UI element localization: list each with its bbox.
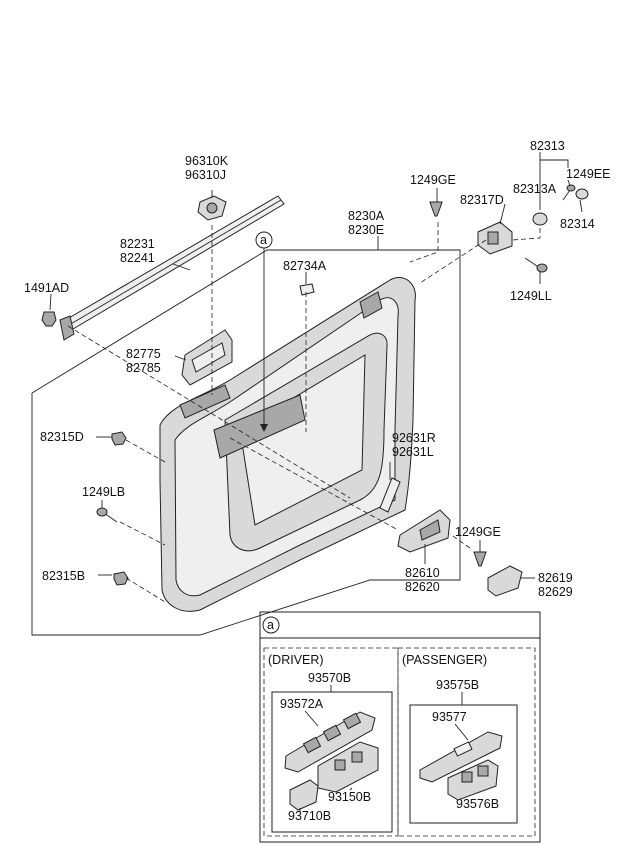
leader-dashed (449, 533, 471, 549)
cap-82314 (575, 188, 589, 200)
clip-1249ge-top (429, 201, 443, 217)
handle-82610 (397, 509, 451, 553)
passenger-switch-assembly (419, 723, 503, 801)
leader (174, 355, 187, 361)
door-trim-panel (159, 277, 416, 612)
leader-arrowhead (260, 424, 268, 432)
clip-1249ge-low (473, 551, 487, 567)
inset-circle-label: a (267, 618, 274, 632)
inset-driver-part-93150b: 93150B (328, 790, 371, 804)
leader (172, 263, 191, 271)
svg-text:a: a (260, 233, 267, 247)
leader (539, 152, 569, 168)
screw-1249ee (562, 184, 576, 201)
assembly-frame-diagonal (31, 249, 268, 394)
inset-box: a (DRIVER) (PASSENGER) 93570B 93575B 935… (259, 611, 541, 843)
speaker-96310k (197, 195, 227, 221)
callout-8230e: 8230E (348, 223, 384, 237)
leader-dashed (67, 325, 351, 499)
clip-82315d (111, 431, 127, 446)
assembly-frame (31, 249, 461, 636)
callout-82231: 82231 (120, 237, 155, 251)
callout-82775: 82775 (126, 347, 161, 361)
callout-1249lb: 1249LB (82, 485, 125, 499)
callout-8230a: 8230A (348, 209, 385, 223)
callout-82734a: 82734A (283, 259, 327, 273)
cover-82619 (487, 565, 523, 597)
washer-82313a (532, 212, 548, 226)
callout-82620: 82620 (405, 580, 440, 594)
callout-82610: 82610 (405, 566, 440, 580)
callout-82317d: 82317D (460, 193, 504, 207)
leader (49, 293, 52, 311)
leader-dashed (419, 239, 487, 284)
inset-passenger-title: (PASSENGER) (402, 653, 487, 667)
callout-1491ad: 1491AD (24, 281, 69, 295)
leader-dashed (125, 439, 166, 463)
leader (499, 203, 506, 225)
switch-bezel-82775 (181, 329, 233, 386)
clip-82734a (299, 283, 315, 296)
callout-82785: 82785 (126, 361, 161, 375)
callout-1249ge-top: 1249GE (410, 173, 456, 187)
lamp-92631r (379, 477, 401, 513)
callout-82314: 82314 (560, 217, 595, 231)
callout-1249ge-low: 1249GE (455, 525, 501, 539)
driver-switch-assembly (284, 710, 379, 812)
bezel-mount (179, 384, 231, 419)
inset-passenger-assembly: 93575B (436, 678, 479, 692)
callout-96310j: 96310J (185, 168, 226, 182)
weatherstrip-82231 (59, 195, 285, 341)
clip-1491ad (41, 311, 57, 327)
screw-1249lb (96, 507, 118, 523)
leader-dashed (409, 222, 439, 263)
leader-dashed (511, 228, 541, 241)
inset-driver-assembly: 93570B (308, 671, 351, 685)
inset-driver-part-93572a: 93572A (280, 697, 324, 711)
inset-driver-part-93710b: 93710B (288, 809, 331, 823)
callout-82315d: 82315D (40, 430, 84, 444)
callout-1249ee: 1249EE (566, 167, 610, 181)
callout-82619: 82619 (538, 571, 573, 585)
callout-82313a: 82313A (513, 182, 557, 196)
circle-a-marker: a (255, 231, 273, 249)
leader-dashed (125, 577, 166, 603)
callout-82313: 82313 (530, 139, 565, 153)
leader-dashed (119, 521, 166, 546)
callout-96310k: 96310K (185, 154, 229, 168)
leader (567, 179, 571, 187)
callout-82629: 82629 (538, 585, 573, 599)
clip-82315b (113, 571, 129, 586)
callout-92631l: 92631L (392, 445, 434, 459)
leader (579, 199, 583, 213)
inset-passenger-part-93577: 93577 (432, 710, 467, 724)
callout-82241: 82241 (120, 251, 155, 265)
callout-82315b: 82315B (42, 569, 85, 583)
screw-1249ll (524, 257, 548, 273)
bracket-82317d (477, 221, 513, 255)
callout-1249ll: 1249LL (510, 289, 552, 303)
inset-driver-title: (DRIVER) (268, 653, 324, 667)
inset-passenger-part-93576b: 93576B (456, 797, 499, 811)
callout-92631r: 92631R (392, 431, 436, 445)
